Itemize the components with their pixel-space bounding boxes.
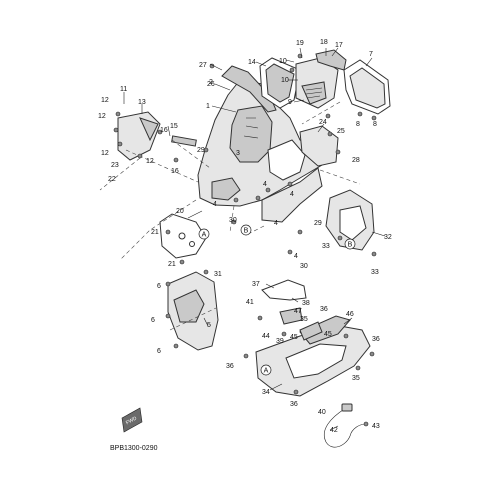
callout-29: 29 xyxy=(314,220,322,227)
ref-label: A xyxy=(202,232,207,239)
sheet-part-20 xyxy=(159,213,207,259)
callout-38: 38 xyxy=(302,300,310,307)
side-cover-part-7 xyxy=(343,59,391,115)
callout-4: 4 xyxy=(294,253,298,260)
callout-35: 35 xyxy=(352,375,360,382)
callout-35: 35 xyxy=(300,316,308,323)
callout-9: 9 xyxy=(288,99,292,106)
callout-36: 36 xyxy=(372,336,380,343)
callout-2: 2 xyxy=(209,79,213,86)
floor-panel-part-34 xyxy=(255,315,371,397)
ref-label: A xyxy=(264,368,269,375)
inner-cover-part-5 xyxy=(167,271,219,351)
callout-leaders xyxy=(123,47,386,431)
callout-36: 36 xyxy=(226,363,234,370)
callout-23: 23 xyxy=(111,162,119,169)
callout-8: 8 xyxy=(356,121,360,128)
cable-part-42 xyxy=(324,403,367,448)
callout-18: 18 xyxy=(320,39,328,46)
callout-39: 39 xyxy=(276,338,284,345)
callout-4: 4 xyxy=(274,220,278,227)
callout-24: 24 xyxy=(319,119,327,126)
ref-marker-b-1: B xyxy=(240,224,252,236)
fwd-label: FWD xyxy=(125,415,138,426)
callout-6: 6 xyxy=(157,283,161,290)
callout-4: 4 xyxy=(290,191,294,198)
callout-15: 15 xyxy=(170,123,178,130)
callout-31: 31 xyxy=(214,271,222,278)
callout-5: 5 xyxy=(207,322,211,329)
callout-30: 30 xyxy=(300,263,308,270)
inner-panel-lower-flare xyxy=(261,167,323,223)
callout-4: 4 xyxy=(263,181,267,188)
callout-45: 45 xyxy=(290,334,298,341)
callout-40: 40 xyxy=(318,409,326,416)
callout-3: 3 xyxy=(236,150,240,157)
callout-12: 12 xyxy=(98,113,106,120)
fasteners xyxy=(113,53,377,427)
inner-panel-part-1 xyxy=(197,79,323,207)
callout-8: 8 xyxy=(373,121,377,128)
callouts: 1 2 3 4 4 4 4 4 5 6 6 6 7 8 8 9 10 10 11… xyxy=(98,39,392,434)
callout-34: 34 xyxy=(262,389,270,396)
callout-46: 46 xyxy=(346,311,354,318)
panel-part-24 xyxy=(299,125,339,167)
callout-10: 10 xyxy=(279,58,287,65)
callout-14: 14 xyxy=(248,59,256,66)
callout-10: 10 xyxy=(281,77,289,84)
cover-part-32 xyxy=(325,189,375,251)
callout-13: 13 xyxy=(138,99,146,106)
callout-16: 16 xyxy=(160,127,168,134)
diagram-code: BPB1300-0290 xyxy=(110,445,158,452)
callout-16: 16 xyxy=(171,168,179,175)
callout-1: 1 xyxy=(206,103,210,110)
bracket-part-47 xyxy=(279,307,323,341)
callout-36: 36 xyxy=(290,401,298,408)
stay-part-15 xyxy=(171,135,197,147)
callout-47: 47 xyxy=(294,308,302,315)
callout-19: 19 xyxy=(296,40,304,47)
callout-43: 43 xyxy=(372,423,380,430)
callout-42: 42 xyxy=(330,427,338,434)
callout-7: 7 xyxy=(369,51,373,58)
callout-44: 44 xyxy=(262,333,270,340)
callout-22: 22 xyxy=(108,176,116,183)
callout-21: 21 xyxy=(151,229,159,236)
ref-marker-b-2: B xyxy=(344,238,356,250)
callout-41: 41 xyxy=(246,299,254,306)
callout-12: 12 xyxy=(146,158,154,165)
callout-33: 33 xyxy=(371,269,379,276)
callout-32: 32 xyxy=(384,234,392,241)
callout-33: 33 xyxy=(322,243,330,250)
callout-12: 12 xyxy=(101,97,109,104)
callout-27: 27 xyxy=(199,62,207,69)
callout-30: 30 xyxy=(229,217,237,224)
callout-12: 12 xyxy=(101,150,109,157)
callout-20: 20 xyxy=(176,208,184,215)
left-panel-part-13 xyxy=(117,111,161,161)
callout-4: 4 xyxy=(213,201,217,208)
callout-17: 17 xyxy=(335,42,343,49)
callout-6: 6 xyxy=(157,348,161,355)
callout-25: 25 xyxy=(337,128,345,135)
callout-45: 45 xyxy=(324,331,332,338)
callout-26: 26 xyxy=(207,81,215,88)
callout-36: 36 xyxy=(320,306,328,313)
callout-29: 29 xyxy=(197,147,205,154)
callout-37: 37 xyxy=(252,281,260,288)
pad-part-37 xyxy=(261,279,307,301)
callout-11: 11 xyxy=(120,86,127,93)
reference-lines xyxy=(99,101,361,331)
fwd-arrow-icon: FWD xyxy=(121,407,143,433)
ref-marker-a-1: A xyxy=(198,228,210,240)
ref-marker-a-2: A xyxy=(260,364,272,376)
callout-6: 6 xyxy=(151,317,155,324)
ref-label: B xyxy=(244,228,249,235)
callout-28: 28 xyxy=(352,157,360,164)
ref-label: B xyxy=(348,242,353,249)
callout-21: 21 xyxy=(168,261,176,268)
